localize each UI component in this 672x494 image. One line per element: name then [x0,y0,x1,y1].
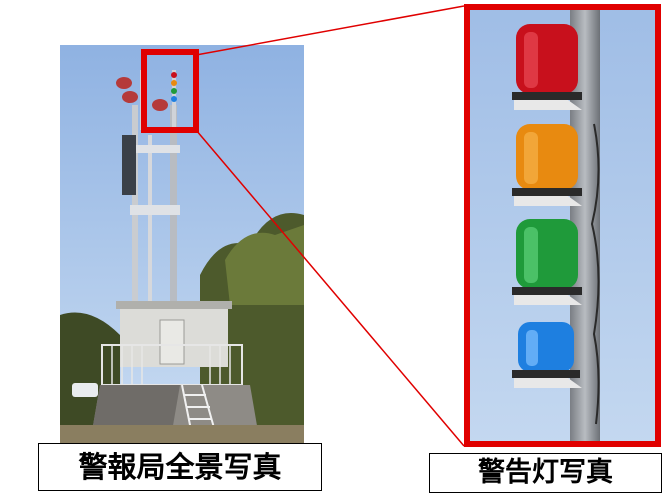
warning-lights-photo [464,4,661,447]
orange-light-icon [512,124,582,206]
station-overview-photo [60,45,304,443]
red-light-icon [512,24,582,110]
overview-caption: 警報局全景写真 [38,443,322,491]
warning-lights-caption: 警告灯写真 [429,453,662,493]
blue-light-icon [512,322,582,388]
green-light-icon [512,219,582,305]
